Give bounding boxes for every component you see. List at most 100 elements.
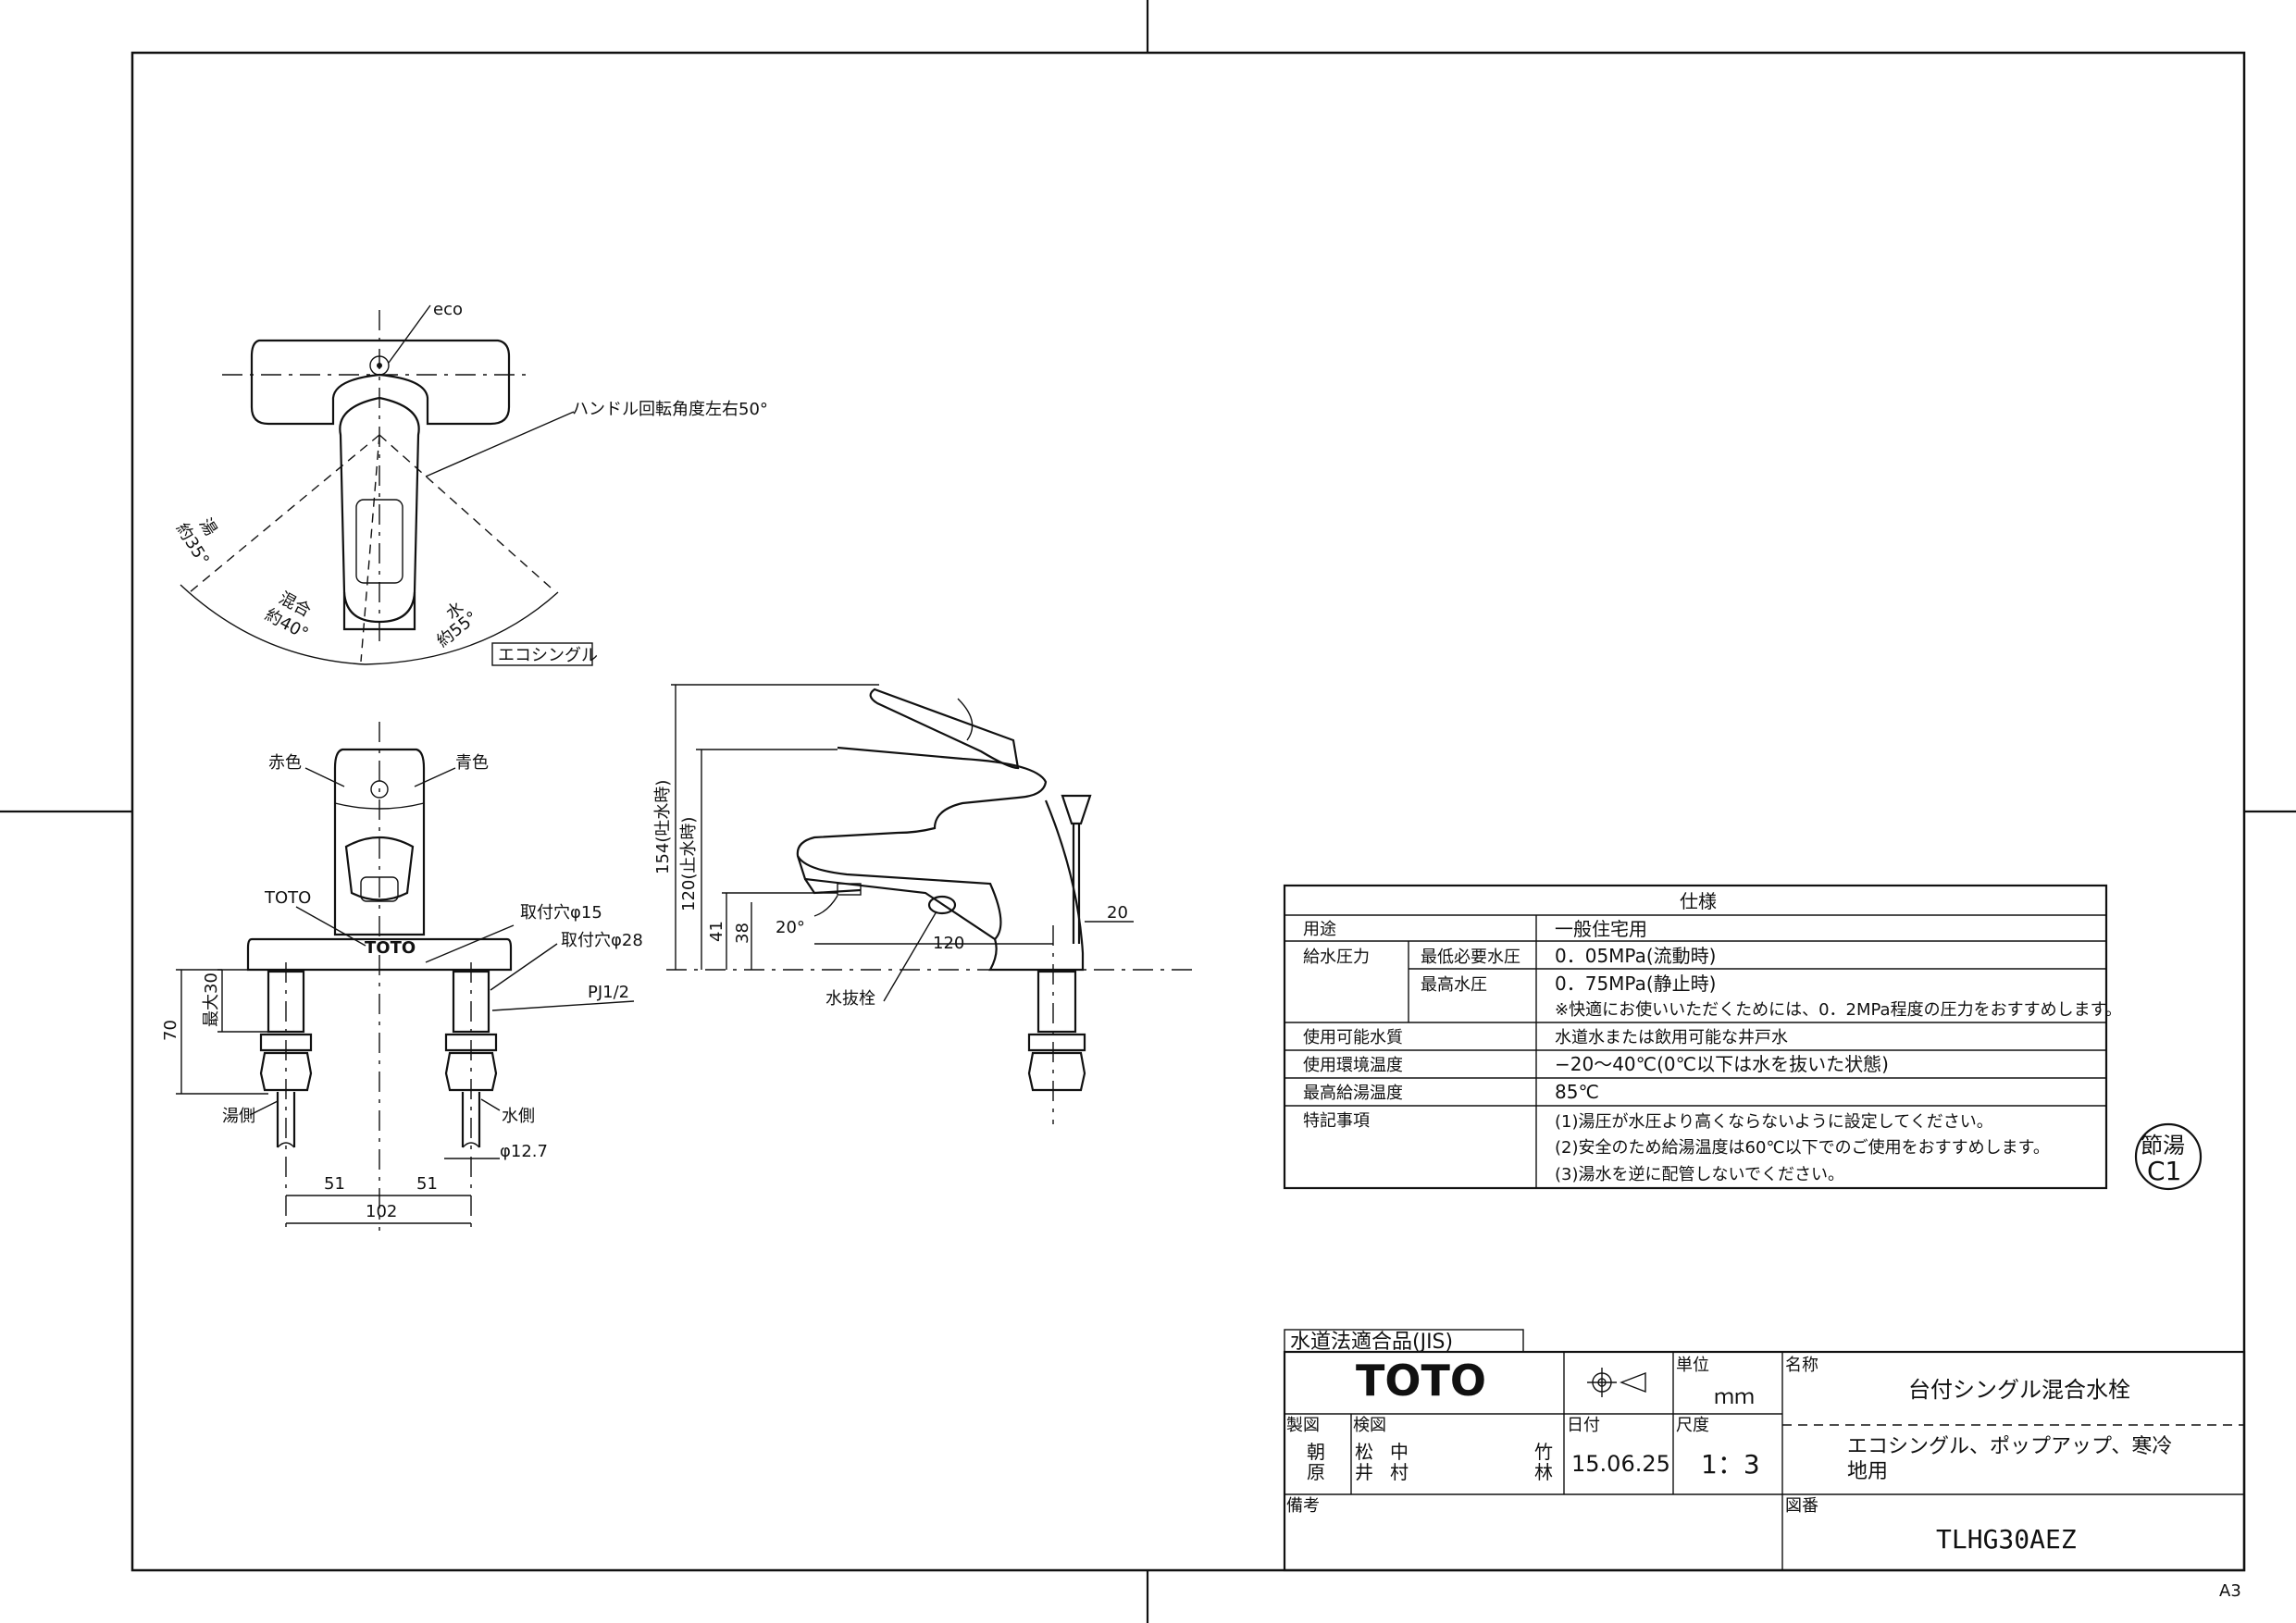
drawing-no-value: TLHG30AEZ — [1936, 1524, 2077, 1555]
badge-bottom: C1 — [2147, 1156, 2181, 1186]
spec-table: 仕様 用途 一般住宅用 給水圧力 最低必要水圧 0．05MPa(流動時) 最高水… — [1283, 884, 2122, 1190]
drain-leader — [883, 911, 937, 1002]
eco-dot — [377, 363, 382, 368]
popup-knob — [1061, 794, 1092, 944]
side-shank — [1036, 970, 1077, 1034]
date-value: 15.06.25 — [1571, 1451, 1670, 1477]
pj-label: PJ1/2 — [588, 983, 629, 1002]
water-saving-badge: 節湯 C1 — [2134, 1122, 2203, 1191]
spec-title: 仕様 — [1680, 890, 1717, 912]
drain-label: 水抜栓 — [825, 989, 875, 1009]
blue-label: 青色 — [455, 753, 489, 773]
angle-arc-left — [180, 584, 366, 665]
spec-val-7: (1)湯圧が水圧より高くならないように設定してください。 — [1555, 1112, 1993, 1132]
front-outlet — [344, 836, 415, 901]
red-leader — [304, 767, 345, 787]
eco-indicator — [369, 355, 390, 376]
cold-nut — [444, 1033, 498, 1092]
drawn-2: 原 — [1307, 1461, 1325, 1483]
spec-key-7: 特記事項 — [1303, 1111, 1370, 1131]
front-logo: TOTO — [365, 938, 416, 958]
front-view: TOTO 赤色 青色 TOTO 取付穴φ15 取付穴φ28 PJ1/2 最大30… — [161, 722, 643, 1231]
sheet-size: A3 — [2219, 1581, 2241, 1601]
dim20-label: 20 — [1107, 903, 1128, 923]
water-side-leader — [480, 1098, 501, 1111]
side-nut — [1027, 1033, 1086, 1092]
spec-key-6: 最高給湯温度 — [1303, 1084, 1403, 1103]
dim41-label: 41 — [707, 921, 726, 942]
hot-pipe-break — [277, 1142, 295, 1148]
dim120h-label: 120 — [933, 934, 964, 953]
toto-label: TOTO — [264, 888, 311, 908]
water-side-label: 水側 — [502, 1107, 535, 1126]
top-view: eco ハンドル回転角度左右50° 湯 約35° 混合 約40° 水 約55° … — [172, 300, 768, 666]
hole15-label: 取付穴φ15 — [520, 903, 602, 923]
cold-pipe-break — [462, 1142, 480, 1148]
checked-5: 竹 — [1534, 1441, 1553, 1463]
spout-top-outline — [339, 396, 420, 624]
spec-val-0: 一般住宅用 — [1555, 918, 1647, 940]
badge-top: 節湯 — [2141, 1133, 2185, 1158]
lever-open-outline — [869, 688, 1020, 770]
title-block-frame — [1283, 1350, 2246, 1572]
checked-2: 井 — [1355, 1461, 1373, 1483]
front-body-outline — [333, 748, 426, 936]
drawn-label: 製図 — [1286, 1416, 1320, 1435]
side-aerator — [837, 883, 862, 896]
unit-label: 単位 — [1676, 1356, 1709, 1375]
checked-4: 村 — [1390, 1461, 1409, 1483]
side-body-top — [796, 746, 1048, 940]
phi-label: φ12.7 — [500, 1142, 548, 1161]
spec-val-5: −20〜40℃(0℃以下は水を抜いた状態) — [1555, 1053, 1889, 1075]
cold-pipe — [461, 1092, 481, 1147]
dim102-label: 102 — [366, 1202, 397, 1221]
front-indicator — [370, 780, 389, 799]
name-value: 台付シングル混合水栓 — [1908, 1377, 2130, 1403]
date-label: 日付 — [1567, 1416, 1600, 1435]
spec-key-5: 使用環境温度 — [1303, 1056, 1403, 1075]
angle20-label: 20° — [776, 918, 805, 937]
checked-1: 松 — [1355, 1441, 1373, 1463]
pj-leader — [491, 1000, 635, 1011]
name-label: 名称 — [1785, 1356, 1818, 1375]
spec-key-4: 使用可能水質 — [1303, 1028, 1403, 1047]
spec-val-4: 水道水または飲用可能な井戸水 — [1555, 1028, 1788, 1047]
spec-val-8: (2)安全のため給湯温度は60℃以下でのご使用をおすすめします。 — [1555, 1138, 2050, 1158]
drawn-1: 朝 — [1307, 1441, 1325, 1463]
remarks-label: 備考 — [1286, 1496, 1320, 1516]
dim120v-label: 120(止水時) — [679, 817, 699, 911]
toto-leader — [295, 906, 366, 947]
angle-line-hot — [189, 434, 380, 593]
max30-label: 最大30 — [202, 973, 221, 1027]
spec-sub-1: 最低必要水圧 — [1421, 948, 1520, 967]
angle-arc-right — [365, 591, 559, 665]
unit-value: ｍｍ — [1714, 1386, 1755, 1409]
checked-6: 林 — [1534, 1461, 1553, 1483]
hole28-label: 取付穴φ28 — [561, 931, 643, 950]
blue-leader — [414, 767, 456, 787]
dim51b-label: 51 — [416, 1174, 438, 1194]
side-spout-tip — [804, 878, 862, 895]
front-handle-line — [334, 802, 425, 810]
badge-circle — [2134, 1122, 2203, 1191]
angle-line-cold — [379, 434, 552, 588]
brand-logo: TOTO — [1356, 1356, 1486, 1406]
red-label: 赤色 — [268, 753, 302, 773]
lever-open-detail — [957, 698, 974, 741]
dim70-label: 70 — [161, 1020, 180, 1041]
spec-key-1: 給水圧力 — [1303, 948, 1370, 967]
drawing-no-label: 図番 — [1785, 1496, 1818, 1516]
spec-val-6: 85℃ — [1555, 1081, 1599, 1103]
jis-label: 水道法適合品(JIS) — [1290, 1331, 1453, 1354]
spec-val-2: 0．75MPa(静止時) — [1555, 973, 1716, 995]
dim51a-label: 51 — [324, 1174, 345, 1194]
eco-single-label: エコシングル — [498, 646, 598, 665]
rotation-leader — [425, 411, 575, 477]
eco-single-box — [491, 642, 593, 666]
drain-plug-head — [927, 895, 957, 915]
hole15-leader — [425, 924, 515, 963]
front-base — [246, 937, 513, 972]
hot-nut — [259, 1033, 313, 1092]
checked-label: 検図 — [1353, 1416, 1386, 1435]
